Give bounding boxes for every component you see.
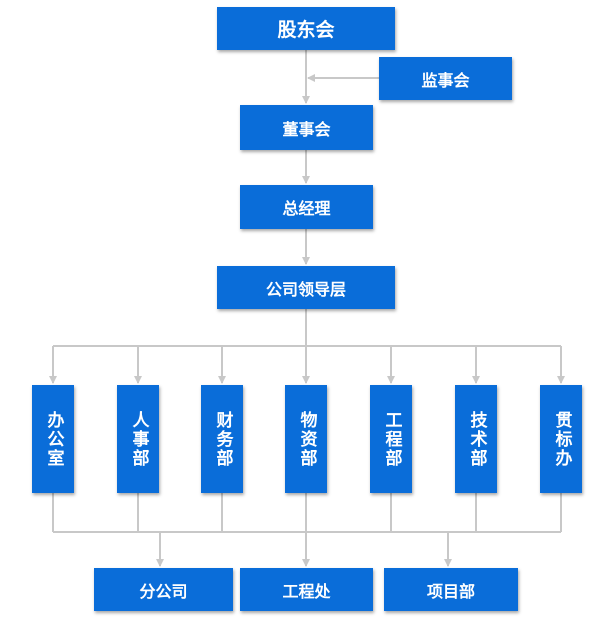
dept-standards: 贯标办	[540, 385, 582, 493]
node-board: 董事会	[240, 105, 373, 150]
dept-hr: 人事部	[117, 385, 159, 493]
dept-office: 办公室	[32, 385, 74, 493]
node-supervisors: 监事会	[379, 57, 512, 100]
branch-subsidiary: 分公司	[94, 568, 233, 611]
branch-engineering-office: 工程处	[240, 568, 373, 611]
branch-project-dept: 项目部	[384, 568, 518, 611]
dept-materials: 物资部	[285, 385, 327, 493]
node-leadership: 公司领导层	[217, 266, 395, 309]
node-shareholders: 股东会	[217, 7, 395, 50]
dept-technology: 技术部	[455, 385, 497, 493]
node-gm: 总经理	[240, 185, 373, 229]
dept-engineering: 工程部	[370, 385, 412, 493]
dept-finance: 财务部	[201, 385, 243, 493]
